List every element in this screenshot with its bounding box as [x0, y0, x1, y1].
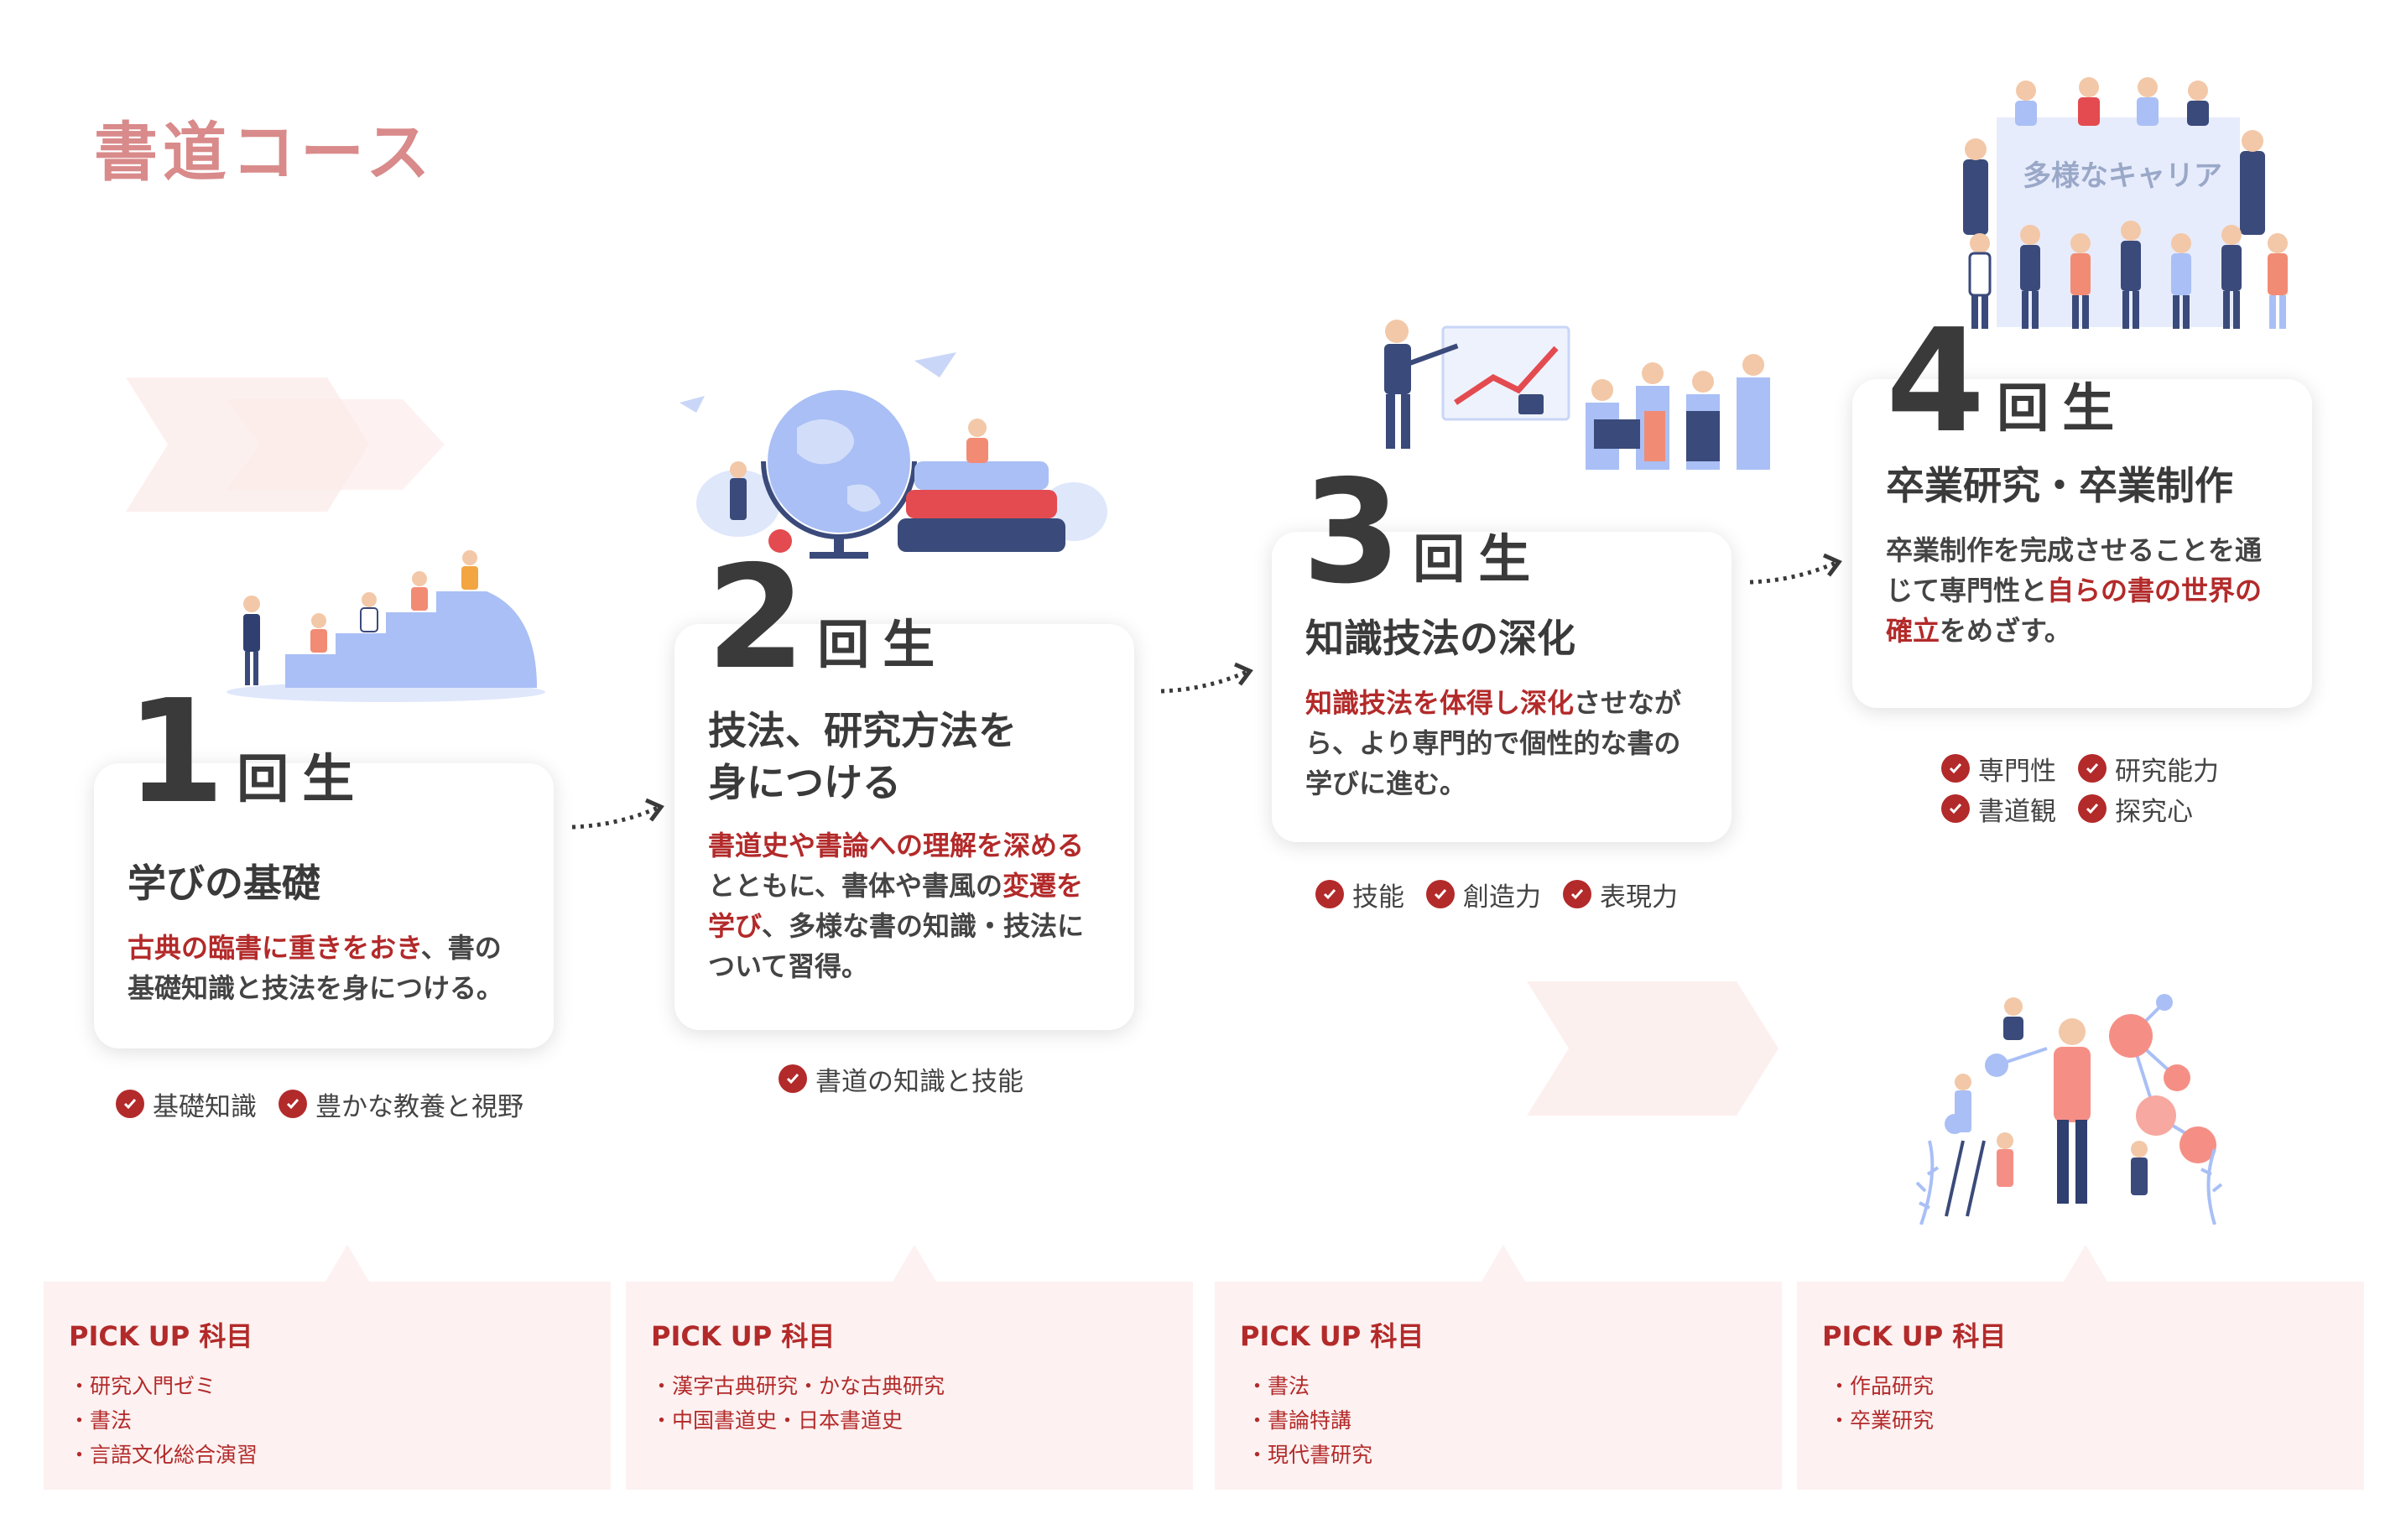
pickup-title: PICK UP 科目	[69, 1320, 253, 1352]
career-crowd-illustration	[1963, 77, 2288, 329]
check-icon	[1941, 754, 1970, 783]
list-item: 現代書研究	[1247, 1438, 1757, 1472]
list-item: 書法	[1247, 1369, 1757, 1403]
year4-label: 4 回生	[1886, 299, 2128, 465]
year1-desc-text: 、書の基礎知識と技法を身につける。	[128, 932, 504, 1004]
year1-desc-highlight: 古典の臨書に重きをおき	[128, 932, 421, 964]
year1-number: 1	[126, 669, 226, 835]
year3-description: 知識技法を体得し深化させながら、より専門的で個性的な書の学びに進む。	[1305, 687, 1682, 799]
arrow-icon	[1749, 553, 1842, 585]
year4-kai: 回生	[1997, 377, 2128, 439]
list-item: 漢字古典研究・かな古典研究	[651, 1369, 1168, 1403]
career-sign-label: 多様なキャリア	[2023, 159, 2222, 193]
tag: 基礎知識	[116, 1084, 257, 1124]
pickup-title: PICK UP 科目	[1822, 1320, 2007, 1352]
check-icon	[279, 1090, 307, 1118]
year1-label: 1 回生	[126, 669, 368, 835]
year2-tags: 書道の知識と技能	[779, 1059, 1114, 1099]
year4-heading: 卒業研究・卒業制作	[1886, 463, 2233, 508]
page-title: 書道コース	[94, 115, 435, 190]
year2-kai: 回生	[817, 614, 949, 675]
tag: 創造力	[1426, 874, 1541, 914]
globe-books-illustration	[680, 352, 1107, 559]
year1-description: 古典の臨書に重きをおき、書の基礎知識と技法を身につける。	[128, 928, 520, 1008]
year3-heading: 知識技法の深化	[1305, 616, 1575, 661]
tag: 研究能力	[2078, 748, 2219, 788]
year3-label: 3 回生	[1302, 450, 1544, 616]
tag: 書道観	[1941, 788, 2056, 829]
pickup-panel-year2: PICK UP 科目 漢字古典研究・かな古典研究 中国書道史・日本書道史	[626, 1245, 1193, 1490]
year1-card: 学びの基礎 古典の臨書に重きをおき、書の基礎知識と技法を身につける。	[94, 763, 554, 1048]
year1-heading: 学びの基礎	[128, 861, 320, 906]
check-icon	[1941, 794, 1970, 823]
year4-description: 卒業制作を完成させることを通じて専門性と自らの書の世界の確立をめざす。	[1886, 534, 2263, 647]
year2-description: 書道史や書論への理解を深めるとともに、書体や書風の変遷を学び、多様な書の知識・技…	[708, 830, 1085, 982]
check-icon	[2078, 754, 2107, 783]
check-icon	[116, 1090, 144, 1118]
year1-tags: 基礎知識 豊かな教養と視野	[116, 1084, 586, 1124]
tag: 探究心	[2078, 788, 2193, 829]
check-icon	[1315, 880, 1344, 908]
year3-number: 3	[1302, 450, 1402, 616]
pickup-title: PICK UP 科目	[1240, 1320, 1424, 1352]
list-item: 卒業研究	[1829, 1403, 2339, 1438]
network-molecule-illustration	[1915, 994, 2223, 1225]
pickup-panel-year3: PICK UP 科目 書法 書論特講 現代書研究	[1215, 1245, 1782, 1490]
year2-number: 2	[706, 535, 806, 701]
check-icon	[779, 1064, 807, 1093]
pickup-title: PICK UP 科目	[651, 1320, 836, 1352]
year3-tags: 技能 創造力 表現力	[1315, 874, 1752, 914]
year1-kai: 回生	[237, 748, 368, 809]
check-icon	[1426, 880, 1455, 908]
tag: 豊かな教養と視野	[279, 1084, 523, 1124]
tag: 技能	[1315, 874, 1404, 914]
arrow-icon	[1160, 662, 1253, 694]
tag: 表現力	[1563, 874, 1678, 914]
list-item: 書論特講	[1247, 1403, 1757, 1438]
year2-label: 2 回生	[706, 535, 949, 701]
pickup-panel-year1: PICK UP 科目 研究入門ゼミ 書法 言語文化総合演習	[44, 1245, 611, 1490]
year3-kai: 回生	[1413, 528, 1544, 590]
list-item: 研究入門ゼミ	[69, 1369, 586, 1403]
year4-number: 4	[1886, 299, 1986, 465]
arrow-icon	[571, 798, 664, 830]
pickup-panel-year4: PICK UP 科目 作品研究 卒業研究	[1797, 1245, 2364, 1490]
chevron-decoration-left	[126, 377, 445, 512]
year4-tags: 専門性 研究能力 書道観 探究心	[1941, 748, 2243, 829]
list-item: 言語文化総合演習	[69, 1438, 586, 1472]
list-item: 作品研究	[1829, 1369, 2339, 1403]
meeting-presentation-illustration	[1384, 320, 1770, 470]
year4-card: 卒業研究・卒業制作 卒業制作を完成させることを通じて専門性と自らの書の世界の確立…	[1852, 379, 2312, 708]
check-icon	[2078, 794, 2107, 823]
check-icon	[1563, 880, 1591, 908]
year2-card: 技法、研究方法を身につける 書道史や書論への理解を深めるとともに、書体や書風の変…	[674, 624, 1134, 1030]
tag: 専門性	[1941, 748, 2056, 788]
year2-heading: 技法、研究方法を身につける	[708, 708, 1017, 805]
chevron-decoration-right	[1527, 981, 1778, 1116]
list-item: 中国書道史・日本書道史	[651, 1403, 1168, 1438]
year3-card: 知識技法の深化 知識技法を体得し深化させながら、より専門的で個性的な書の学びに進…	[1272, 532, 1732, 842]
stairs-students-illustration	[227, 550, 545, 702]
tag: 書道の知識と技能	[779, 1059, 1023, 1099]
list-item: 書法	[69, 1403, 586, 1438]
